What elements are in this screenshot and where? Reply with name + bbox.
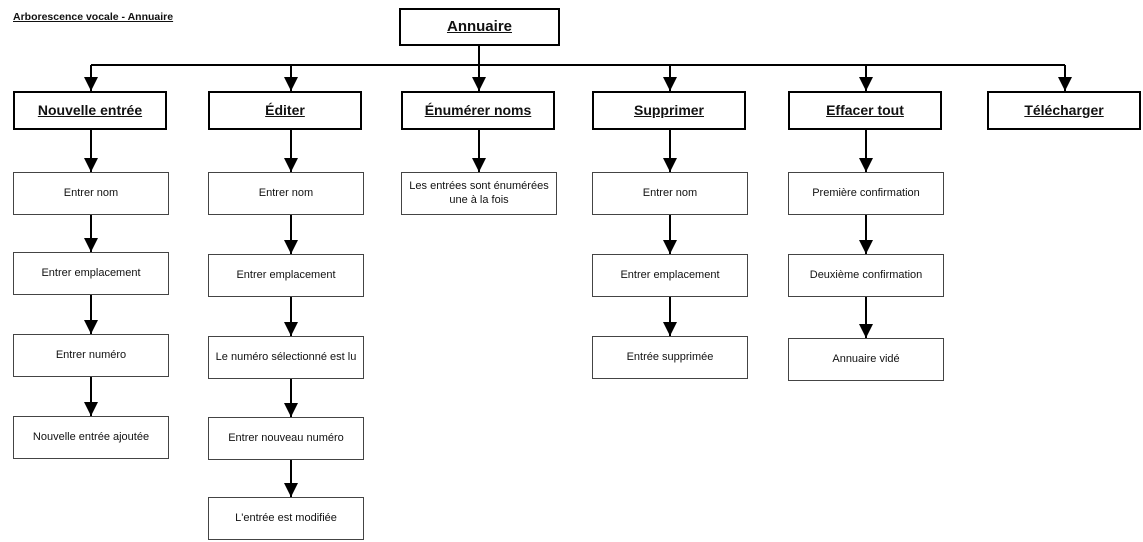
branch-supprimer: Supprimer <box>592 91 746 130</box>
diagram-caption: Arborescence vocale - Annuaire <box>13 11 174 23</box>
step-node: Les entrées sont énumérées une à la fois <box>401 172 557 215</box>
branch-label: Télécharger <box>1024 102 1104 119</box>
step-node: Deuxième confirmation <box>788 254 944 297</box>
branch-editer: Éditer <box>208 91 362 130</box>
step-node: L'entrée est modifiée <box>208 497 364 540</box>
root-node-label: Annuaire <box>446 18 512 35</box>
branch-telecharger: Télécharger <box>987 91 1141 130</box>
root-node-annuaire: Annuaire <box>399 8 560 46</box>
step-node: Entrer emplacement <box>592 254 748 297</box>
step-node: Entrer emplacement <box>208 254 364 297</box>
step-node: Entrer nom <box>208 172 364 215</box>
step-node: Nouvelle entrée ajoutée <box>13 416 169 459</box>
step-node: Entrée supprimée <box>592 336 748 379</box>
branch-label: Effacer tout <box>826 102 904 119</box>
step-node: Entrer numéro <box>13 334 169 377</box>
step-node: Entrer nom <box>13 172 169 215</box>
step-node: Première confirmation <box>788 172 944 215</box>
branch-label: Éditer <box>265 102 305 119</box>
branch-label: Nouvelle entrée <box>37 102 143 119</box>
step-node: Le numéro sélectionné est lu <box>208 336 364 379</box>
branch-label: Énumérer noms <box>424 102 532 119</box>
branch-effacer-tout: Effacer tout <box>788 91 942 130</box>
branch-nouvelle-entree: Nouvelle entrée <box>13 91 167 130</box>
step-node: Entrer nom <box>592 172 748 215</box>
step-node: Annuaire vidé <box>788 338 944 381</box>
branch-label: Supprimer <box>633 102 704 119</box>
branch-enumerer-noms: Énumérer noms <box>401 91 555 130</box>
step-node: Entrer nouveau numéro <box>208 417 364 460</box>
step-node: Entrer emplacement <box>13 252 169 295</box>
